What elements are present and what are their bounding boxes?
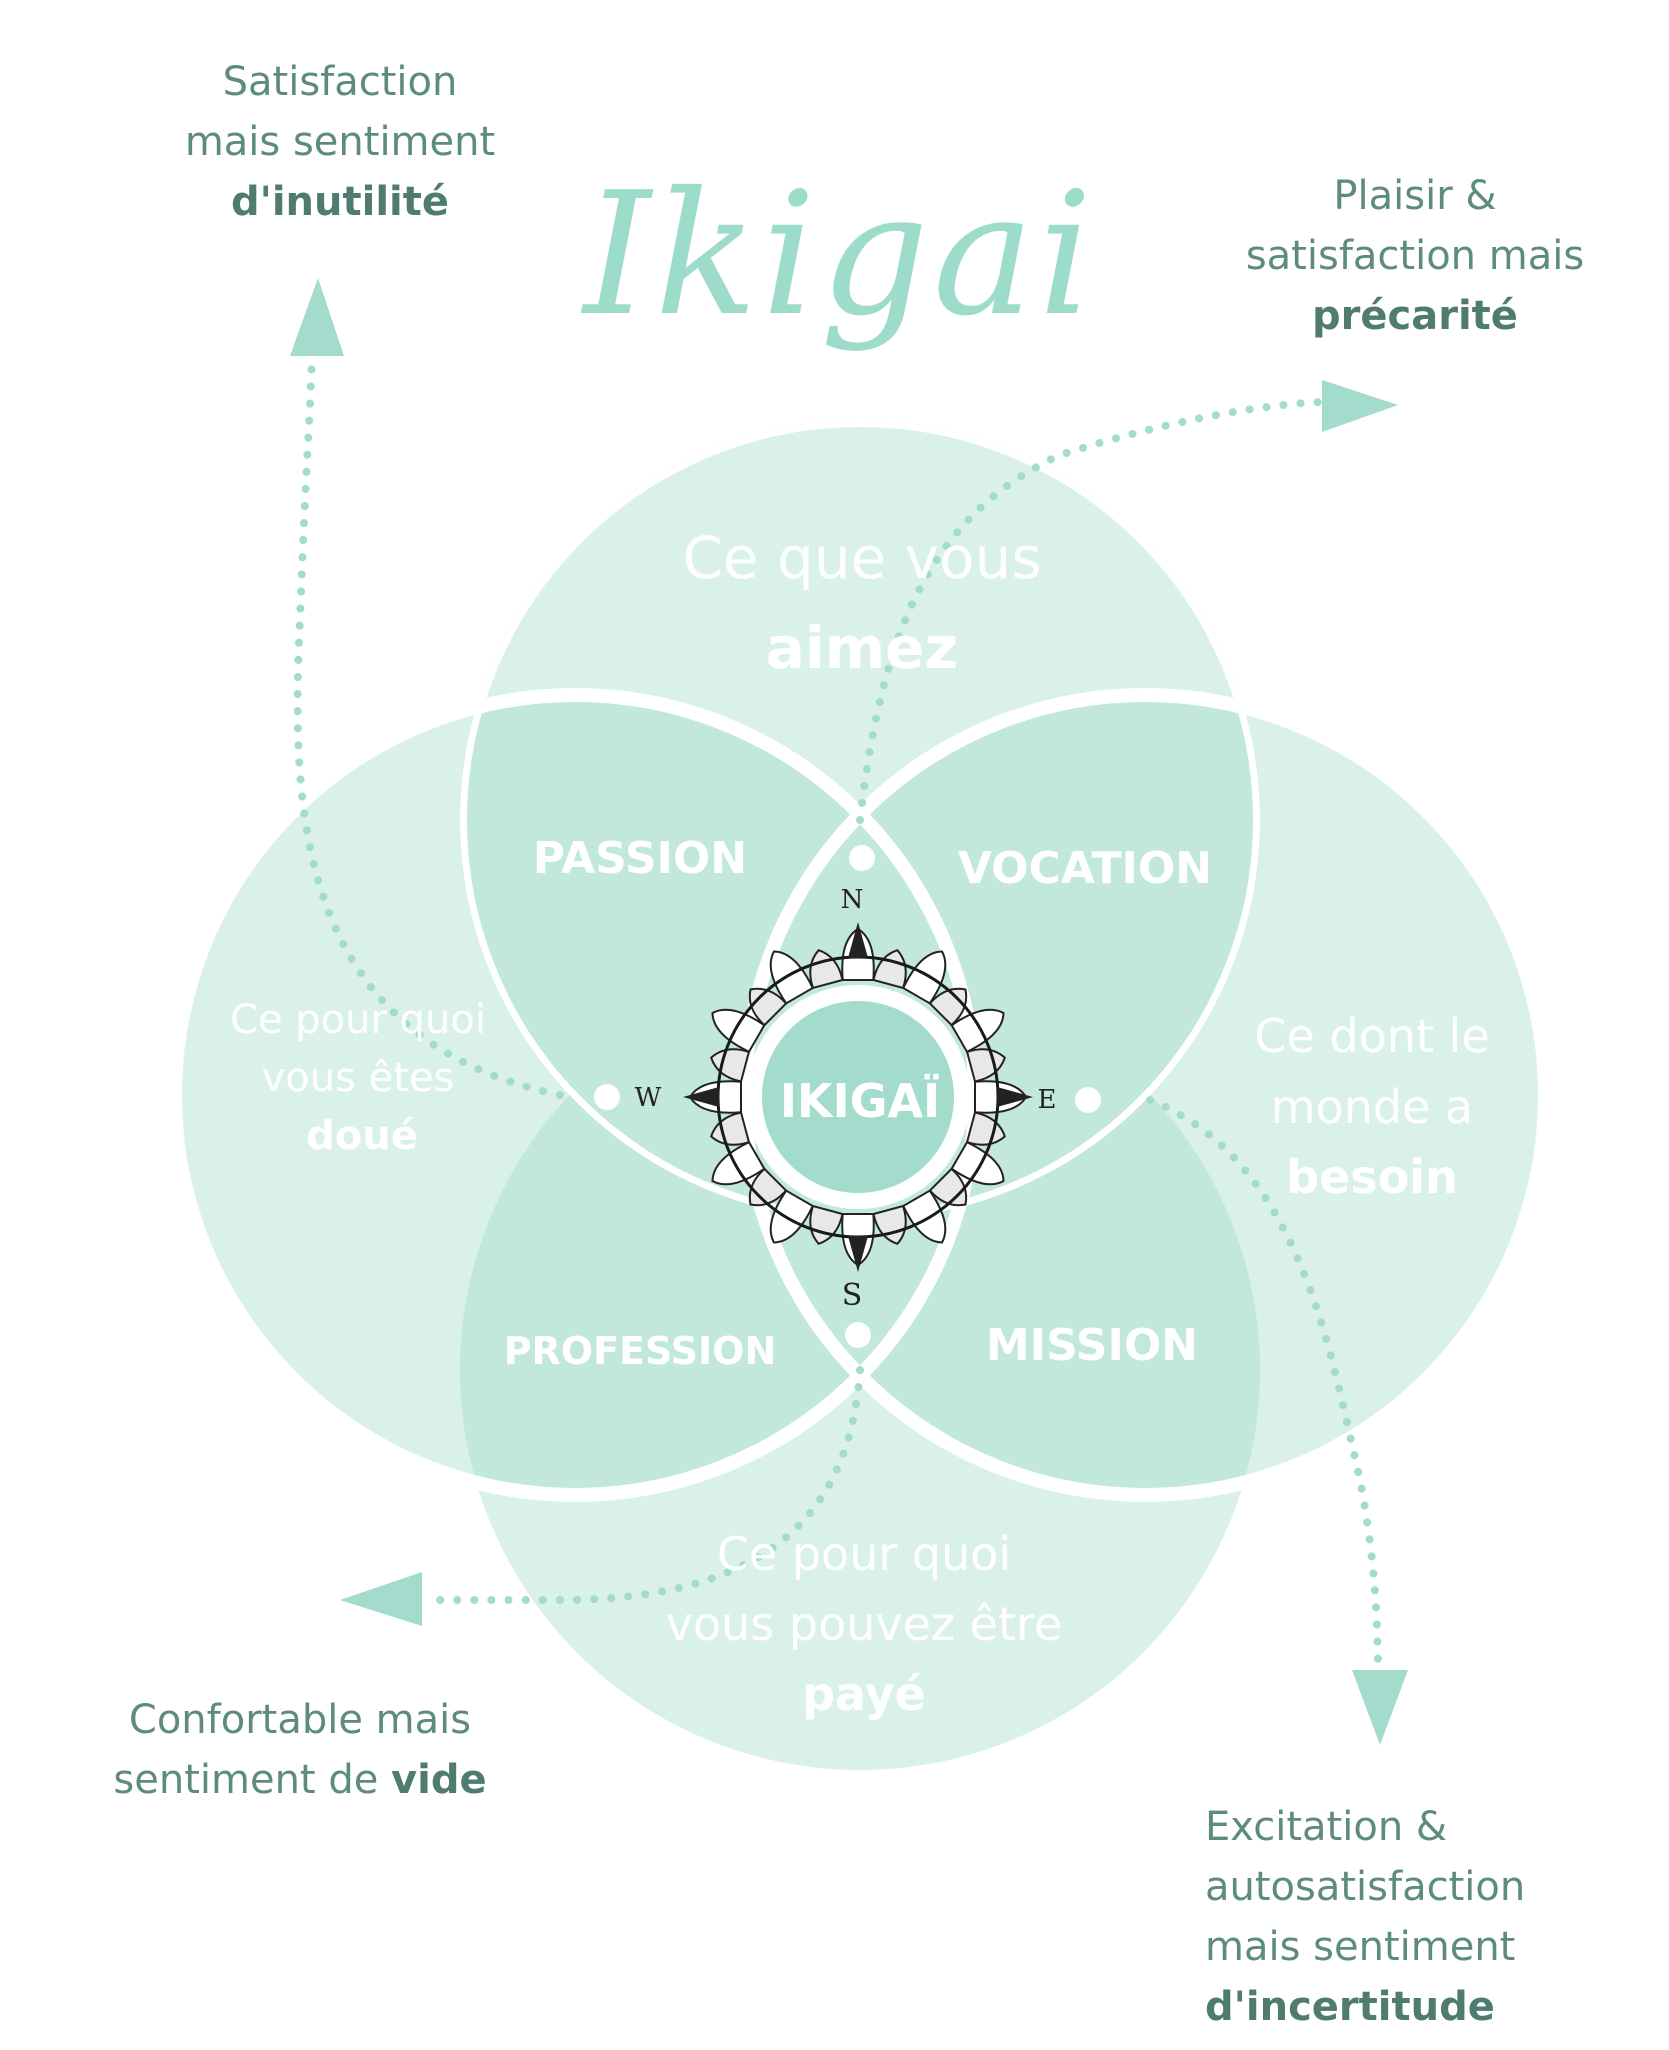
annotation-top-left-bold: d'inutilité	[230, 179, 450, 225]
compass-petals	[688, 927, 1028, 1267]
right-circle-line2: monde a	[1271, 1080, 1473, 1134]
compass-petal	[872, 949, 907, 990]
arrow-path-bottom-right	[1146, 1096, 1382, 1684]
left-circle-line3: doué	[306, 1113, 418, 1159]
compass-petal	[965, 1048, 1006, 1083]
compass-petal	[872, 1204, 907, 1245]
compass-petal	[809, 949, 844, 990]
annotation-bottom-left-line2: sentiment de	[113, 1757, 392, 1803]
arrow-path-top-left	[293, 351, 564, 1099]
passion-label: PASSION	[533, 833, 747, 884]
circle-labels: Ce que vous aimez Ce pour quoi vous êtes…	[230, 524, 1490, 1721]
compass-south-label: S	[842, 1278, 863, 1313]
diagram-title: Ikigai	[583, 156, 1097, 354]
intersection-dots	[594, 845, 1101, 1348]
compass-rose: N S W E	[635, 885, 1057, 1313]
annotation-bottom-left-line1: Confortable mais	[128, 1697, 472, 1743]
compass-point-west	[683, 1087, 719, 1107]
compass-point-north	[848, 922, 868, 958]
center-disc	[762, 1001, 954, 1193]
compass-west-label: W	[635, 1083, 662, 1113]
ring-right	[738, 688, 1552, 1502]
compass-petal	[809, 1204, 844, 1245]
annotation-bottom-left-bold: vide	[391, 1757, 487, 1803]
compass-point-south	[848, 1236, 868, 1272]
right-circle-line1: Ce dont le	[1254, 1009, 1489, 1063]
intersection-labels: PASSION VOCATION PROFESSION MISSION IKIG…	[504, 833, 1212, 1373]
bottom-circle-line3: payé	[802, 1667, 926, 1721]
annotation-bottom-right-line1: Excitation &	[1205, 1804, 1448, 1850]
arrow-path-top-right	[856, 398, 1324, 824]
dot-east	[1075, 1087, 1101, 1113]
arrowhead-left	[340, 1572, 422, 1626]
dot-south	[845, 1322, 871, 1348]
annotation-top-left-line1: Satisfaction	[222, 59, 458, 105]
vocation-label: VOCATION	[958, 843, 1212, 894]
annotation-top-left-line2: mais sentiment	[184, 119, 496, 165]
compass-east-label: E	[1038, 1085, 1057, 1115]
left-circle-line1: Ce pour quoi	[230, 997, 486, 1043]
left-circle-line2: vous êtes	[262, 1055, 455, 1101]
compass-petal	[710, 1048, 751, 1083]
arrowhead-up	[290, 278, 344, 356]
annotation-top-right: Plaisir & satisfaction mais précarité	[1220, 166, 1610, 346]
annotation-bottom-right-line2: autosatisfaction	[1205, 1864, 1526, 1910]
top-circle-line2: aimez	[766, 614, 959, 682]
compass-petal	[965, 1111, 1006, 1146]
arrow-heads	[290, 278, 1408, 1745]
annotation-bottom-right-line3: mais sentiment	[1205, 1924, 1516, 1970]
compass-point-east	[997, 1087, 1033, 1107]
mission-label: MISSION	[986, 1320, 1198, 1371]
annotation-top-right-line1: Plaisir &	[1333, 173, 1497, 219]
bottom-circle-line2: vous pouvez être	[666, 1597, 1062, 1651]
arrowhead-down	[1352, 1670, 1408, 1745]
annotation-top-right-bold: précarité	[1312, 293, 1518, 339]
compass-petal	[710, 1111, 751, 1146]
annotation-bottom-right: Excitation & autosatisfaction mais senti…	[1205, 1797, 1625, 2037]
ikigai-center-label: IKIGAÏ	[780, 1074, 940, 1128]
compass-north-label: N	[841, 885, 864, 915]
arrow-path-bottom-left	[421, 1366, 864, 1605]
annotation-bottom-right-bold: d'incertitude	[1205, 1984, 1495, 2030]
bottom-circle-line1: Ce pour quoi	[717, 1527, 1011, 1581]
dotted-arrows	[293, 351, 1382, 1684]
top-circle-line1: Ce que vous	[682, 524, 1041, 592]
dot-west	[594, 1084, 620, 1110]
right-circle-line3: besoin	[1286, 1150, 1458, 1204]
annotation-top-right-line2: satisfaction mais	[1245, 233, 1585, 279]
annotation-top-left: Satisfaction mais sentiment d'inutilité	[150, 52, 530, 232]
dot-north	[849, 845, 875, 871]
arrowhead-right	[1322, 380, 1398, 432]
annotation-bottom-left: Confortable mais sentiment de vide	[100, 1690, 500, 1810]
profession-label: PROFESSION	[504, 1329, 777, 1373]
